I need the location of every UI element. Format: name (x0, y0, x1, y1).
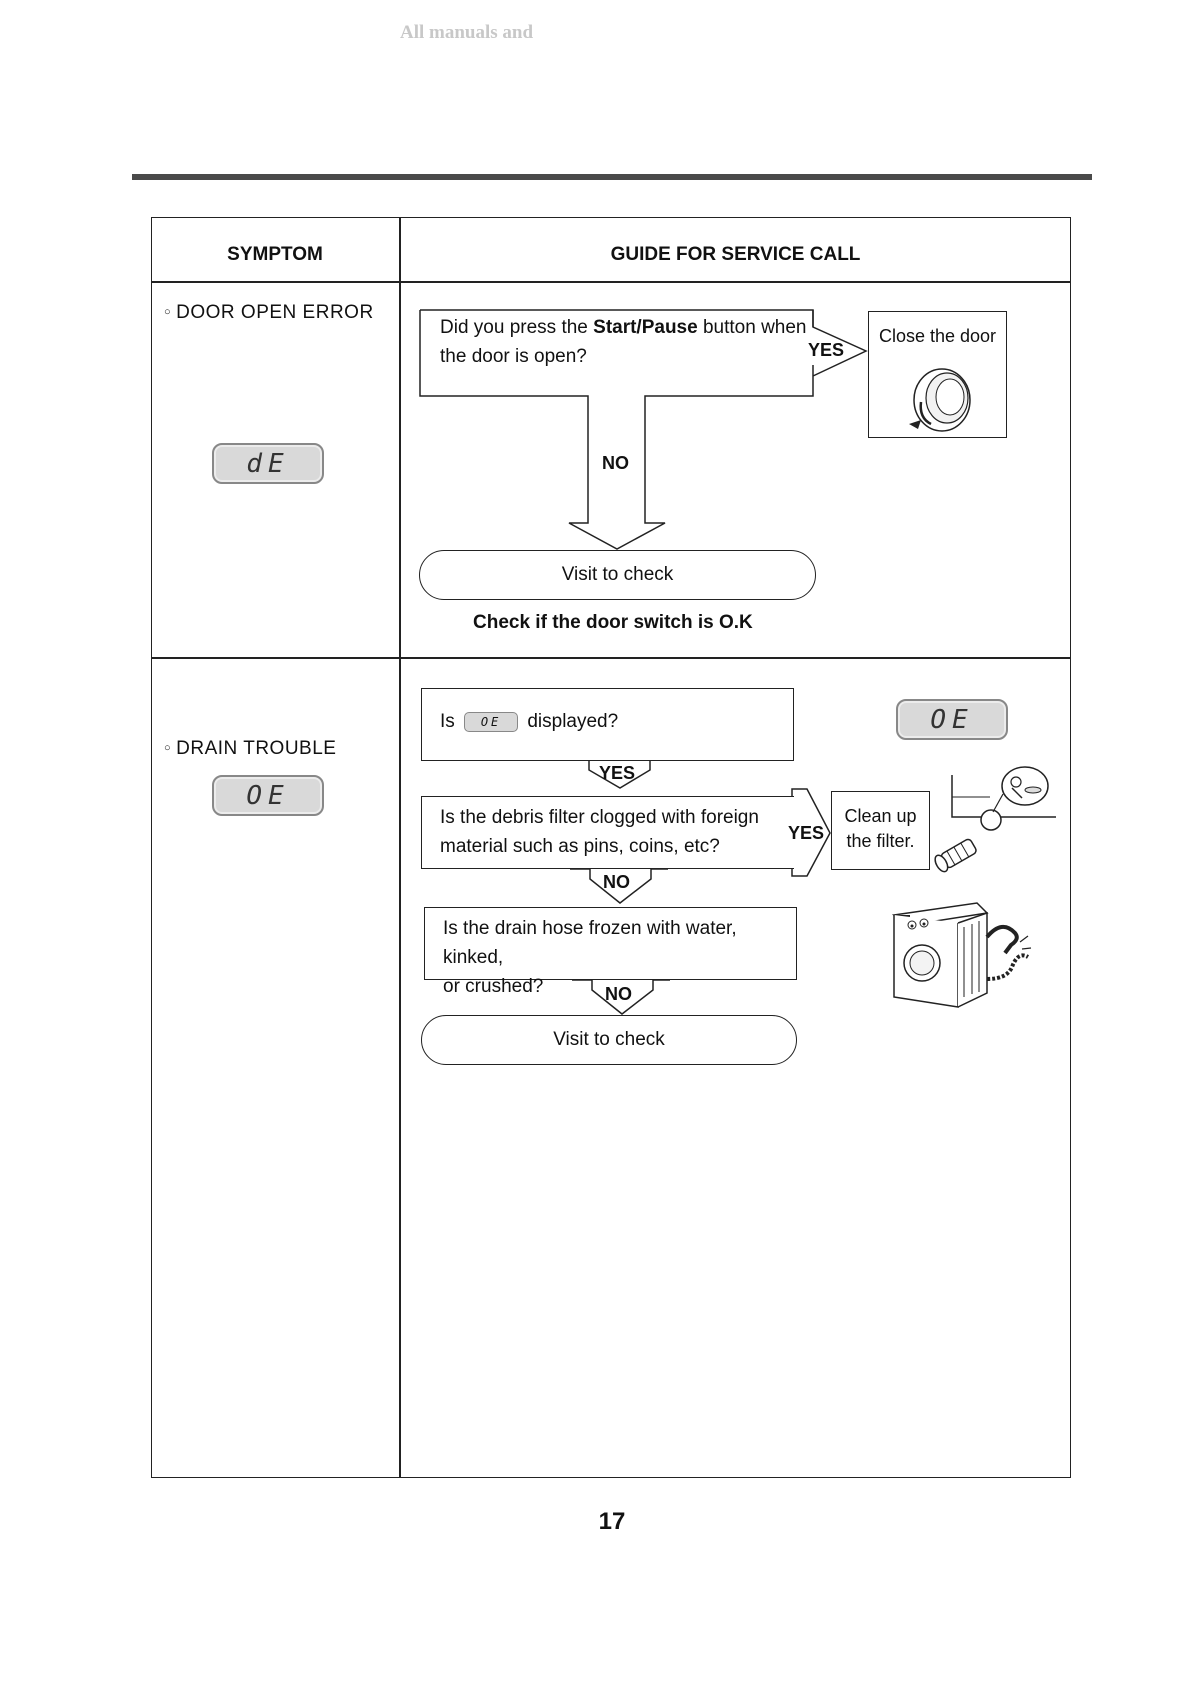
label-yes-2: YES (788, 823, 825, 843)
symptom-label: DRAIN TROUBLE (176, 738, 337, 759)
lcd-code: OE (246, 780, 290, 811)
arrow-yes-right (791, 788, 831, 877)
row-divider (151, 657, 1071, 659)
drain-question-1: Is OE displayed? (421, 688, 794, 761)
door-icon (909, 368, 971, 432)
visit-to-check-door: Visit to check (419, 550, 816, 600)
header-divider (151, 281, 1071, 283)
lcd-code: OE (930, 704, 974, 735)
close-door-box: Close the door (868, 311, 1007, 438)
label-no: NO (602, 453, 629, 473)
q3-line2: or crushed? (443, 976, 544, 997)
symptom-drain: ○ DRAIN TROUBLE (164, 738, 336, 760)
filter-illustration (934, 766, 1056, 873)
arrow-door-question (419, 310, 868, 550)
inline-lcd-oe: OE (464, 711, 519, 732)
action-line1: Clean up (844, 806, 917, 826)
clean-filter-box: Clean up the filter. (831, 791, 930, 870)
bullet-icon: ○ (164, 742, 172, 754)
door-question: Did you press the Start/Pause button whe… (440, 313, 807, 371)
door-switch-note: Check if the door switch is O.K (473, 612, 753, 633)
q1-post: displayed? (527, 711, 619, 732)
column-divider (399, 217, 401, 1478)
label-yes-1: YES (599, 763, 636, 783)
q3-line1: Is the drain hose frozen with water, kin… (443, 918, 737, 968)
q1-pre: Is (440, 711, 455, 732)
visit-text: Visit to check (561, 564, 674, 585)
visit-text: Visit to check (553, 1029, 665, 1050)
page-number: 17 (598, 1508, 626, 1535)
visit-to-check-drain: Visit to check (421, 1015, 797, 1065)
service-table (151, 217, 1071, 1478)
drain-question-3: Is the drain hose frozen with water, kin… (424, 907, 797, 997)
watermark: All manuals and (400, 22, 534, 43)
action-line2: the filter. (846, 831, 915, 851)
lcd-display-de: dE (212, 443, 324, 484)
label-no-1: NO (603, 872, 630, 892)
lcd-display-oe-large: OE (896, 699, 1008, 740)
bullet-icon: ○ (164, 306, 172, 318)
header-symptom: SYMPTOM (227, 244, 323, 265)
header-guide: GUIDE FOR SERVICE CALL (610, 244, 861, 265)
clean-filter-text: Clean up the filter. (832, 804, 929, 854)
label-yes: YES (808, 340, 845, 360)
drain-question-2: Is the debris filter clogged with foreig… (421, 796, 794, 869)
question-line2: the door is open? (440, 346, 587, 367)
lcd-display-oe: OE (212, 775, 324, 816)
symptom-label: DOOR OPEN ERROR (176, 302, 374, 323)
start-pause-text: Start/Pause (593, 317, 698, 338)
q2-line2: material such as pins, coins, etc? (440, 836, 720, 857)
question-text-end: button when (697, 317, 807, 338)
top-rule (132, 174, 1092, 180)
arrow-no-down-2 (572, 979, 670, 1015)
arrow-no-down-1 (570, 868, 668, 904)
lcd-code: dE (246, 448, 290, 479)
close-door-text: Close the door (878, 326, 997, 346)
symptom-door-open: ○ DOOR OPEN ERROR (164, 302, 374, 324)
washer-hose-illustration (891, 902, 1032, 1008)
label-no-2: NO (605, 984, 632, 1004)
question-text: Did you press the (440, 317, 594, 338)
q2-line1: Is the debris filter clogged with foreig… (440, 807, 759, 828)
